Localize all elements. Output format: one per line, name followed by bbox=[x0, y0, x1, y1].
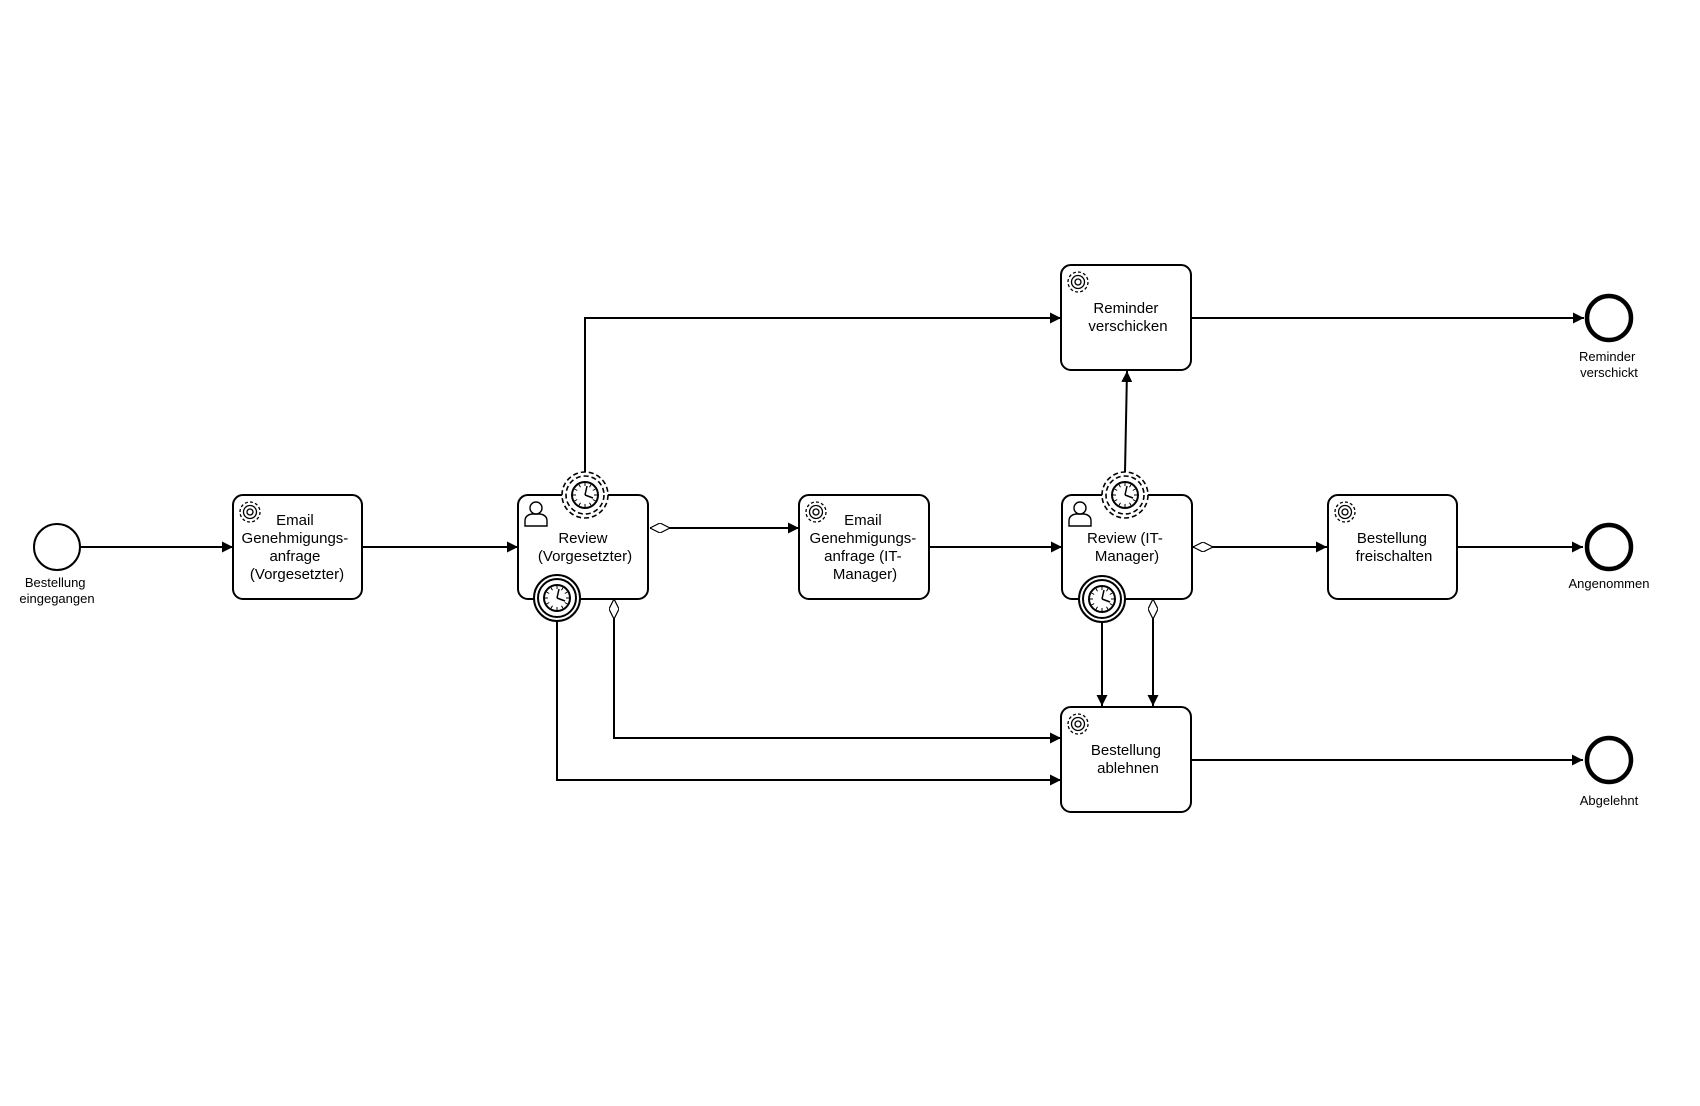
task-email-genehmigungsanfrage-itmanager[interactable]: Email Genehmigungs- anfrage (IT- Manager… bbox=[798, 494, 930, 600]
gear-icon bbox=[1067, 271, 1089, 293]
sequence-flows bbox=[81, 312, 1584, 786]
boundary-timer-review-itmanager-top[interactable] bbox=[1101, 471, 1149, 519]
task-label: Bestellung ablehnen bbox=[1091, 742, 1165, 777]
boundary-timer-review-vorgesetzter-top[interactable] bbox=[561, 471, 609, 519]
boundary-timer-review-itmanager-bottom[interactable] bbox=[1078, 575, 1126, 623]
task-label: Email Genehmigungs- anfrage (Vorgesetzte… bbox=[242, 512, 353, 583]
start-event-bestellung-eingegangen[interactable]: Bestellung eingegangen bbox=[19, 523, 95, 606]
gear-icon bbox=[239, 501, 261, 523]
flow-timer-rv-top-to-reminder[interactable] bbox=[584, 312, 1061, 472]
task-label: Email Genehmigungs- anfrage (IT- Manager… bbox=[810, 512, 921, 583]
event-label: Angenommen bbox=[1569, 576, 1650, 591]
task-reminder-verschicken[interactable]: Reminder verschicken bbox=[1060, 264, 1192, 371]
clock-icon bbox=[1088, 585, 1116, 613]
task-bestellung-ablehnen[interactable]: Bestellung ablehnen bbox=[1060, 706, 1192, 813]
clock-icon bbox=[543, 584, 571, 612]
event-label: Bestellung eingegangen bbox=[19, 575, 94, 606]
end-event-reminder-verschickt[interactable]: Reminder verschickt bbox=[1579, 293, 1639, 380]
clock-icon bbox=[1111, 481, 1139, 509]
task-label: Review (Vorgesetzter) bbox=[538, 530, 632, 565]
task-label: Review (IT- Manager) bbox=[1087, 530, 1167, 565]
user-icon bbox=[524, 501, 548, 527]
flow-timer-rv-bottom-to-ablehnen[interactable] bbox=[556, 621, 1061, 786]
task-email-genehmigungsanfrage-vorgesetzter[interactable]: Email Genehmigungs- anfrage (Vorgesetzte… bbox=[232, 494, 363, 600]
event-label: Reminder verschickt bbox=[1579, 349, 1639, 380]
end-event-abgelehnt[interactable]: Abgelehnt bbox=[1580, 735, 1639, 808]
flow-review-vorgesetzter-to-ablehnen[interactable] bbox=[614, 599, 1061, 738]
task-review-itmanager[interactable]: Review (IT- Manager) bbox=[1061, 494, 1193, 600]
task-label: Reminder verschicken bbox=[1088, 300, 1167, 335]
event-label: Abgelehnt bbox=[1580, 793, 1639, 808]
task-label: Bestellung freischalten bbox=[1356, 530, 1433, 565]
clock-icon bbox=[571, 481, 599, 509]
user-icon bbox=[1068, 501, 1092, 527]
gear-icon bbox=[1334, 501, 1356, 523]
boundary-timer-review-vorgesetzter-bottom[interactable] bbox=[533, 574, 581, 622]
end-event-angenommen[interactable]: Angenommen bbox=[1569, 522, 1650, 591]
task-bestellung-freischalten[interactable]: Bestellung freischalten bbox=[1327, 494, 1458, 600]
flow-timer-ri-top-to-reminder[interactable] bbox=[1121, 370, 1133, 473]
gear-icon bbox=[1067, 713, 1089, 735]
gear-icon bbox=[805, 501, 827, 523]
